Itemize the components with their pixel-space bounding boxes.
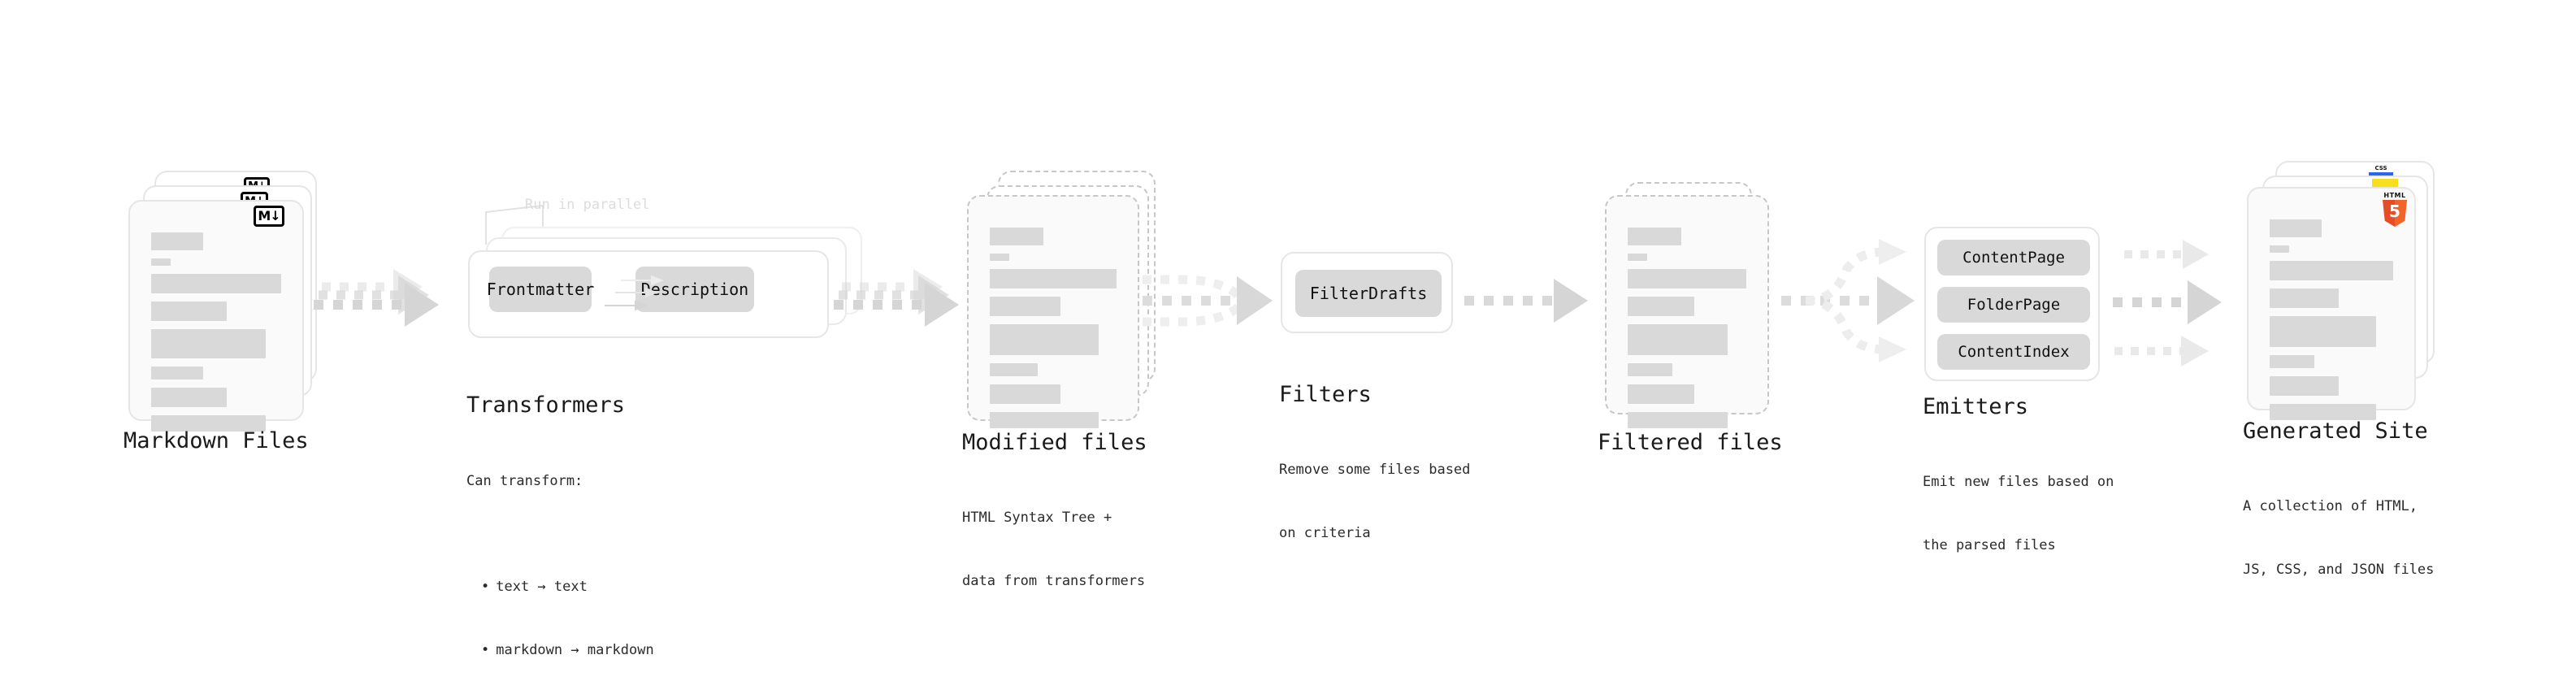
connector-filtered-to-emitters	[1781, 239, 1915, 362]
caption-line: data from transformers	[962, 573, 1146, 589]
stage-caption-modified-files: HTML Syntax Tree + data from transformer…	[962, 465, 1145, 634]
caption-line: Emit new files based on	[1923, 474, 2114, 490]
connector-md-to-transformers	[314, 269, 439, 327]
placeholder-bar	[990, 254, 1009, 261]
placeholder-bar	[2270, 219, 2322, 237]
site-sheet-front	[2247, 187, 2416, 420]
caption-line: HTML Syntax Tree +	[962, 510, 1112, 526]
transform-item: markdown → markdown	[481, 640, 653, 661]
chip-contentpage[interactable]: ContentPage	[1937, 240, 2090, 275]
stage-title-markdown-files: Markdown Files	[124, 428, 309, 453]
placeholder-bar	[1628, 324, 1728, 355]
chip-frontmatter[interactable]: Frontmatter	[487, 267, 594, 312]
placeholder-bar	[1628, 269, 1746, 288]
placeholder-bar	[151, 388, 227, 407]
placeholder-bar	[990, 384, 1061, 404]
run-in-parallel-label: Run in parallel	[525, 197, 650, 213]
stage-title-emitters: Emitters	[1923, 394, 2029, 419]
chip-contentindex[interactable]: ContentIndex	[1937, 334, 2090, 370]
placeholder-bar	[2270, 316, 2376, 347]
placeholder-bar	[2270, 355, 2314, 368]
placeholder-bar	[151, 329, 266, 358]
chip-description[interactable]: Description	[635, 267, 754, 312]
markdown-icon: M↓	[254, 206, 284, 227]
placeholder-bar	[1628, 363, 1673, 376]
chip-filterdrafts[interactable]: FilterDrafts	[1295, 270, 1442, 317]
html5-icon-shield: 5	[2383, 200, 2407, 227]
placeholder-bar	[990, 412, 1099, 428]
placeholder-bar	[2270, 404, 2376, 420]
caption-line: A collection of HTML,	[2243, 498, 2418, 514]
connector-filters-to-filtered	[1464, 279, 1588, 323]
caption-line: Can transform:	[466, 473, 583, 489]
stage-caption-emitters: Emit new files based on the parsed files	[1923, 429, 2114, 598]
placeholder-bar	[990, 297, 1061, 316]
transformer-card-front: Frontmatter Description	[468, 250, 829, 338]
stage-title-filtered-files: Filtered files	[1598, 430, 1783, 455]
placeholder-bar	[990, 324, 1099, 355]
placeholder-bar	[1628, 384, 1694, 404]
stage-caption-filters: Remove some files based on criteria	[1279, 417, 1470, 586]
transform-item: text → text	[481, 576, 654, 597]
css-icon: CSS	[2369, 165, 2393, 178]
caption-line: Remove some files based	[1279, 462, 1471, 478]
placeholder-bar	[2270, 288, 2340, 308]
placeholder-bar	[1628, 412, 1728, 428]
placeholder-bar	[990, 269, 1117, 288]
placeholder-bar	[1628, 228, 1681, 245]
chip-folderpage[interactable]: FolderPage	[1937, 287, 2090, 323]
placeholder-bar	[151, 367, 203, 380]
stage-title-generated-site: Generated Site	[2243, 419, 2428, 444]
html5-icon-word: HTML	[2383, 192, 2406, 199]
html5-icon-number: 5	[2389, 202, 2400, 221]
placeholder-bar	[1628, 297, 1694, 316]
placeholder-bar	[1628, 254, 1647, 261]
markdown-sheet-front	[128, 200, 304, 432]
css-icon-label: CSS	[2374, 165, 2387, 171]
html5-icon: HTML 5	[2381, 192, 2409, 228]
transform-list: text → text markdown → markdown html → h…	[466, 534, 654, 681]
filters-card: FilterDrafts	[1281, 252, 1453, 333]
stage-caption-transformers: Can transform: text → text markdown → ma…	[466, 428, 654, 681]
filtered-sheet-front	[1605, 195, 1769, 428]
emitters-card: ContentPage FolderPage ContentIndex	[1924, 227, 2100, 381]
stage-title-modified-files: Modified files	[962, 430, 1147, 455]
caption-line: on criteria	[1279, 525, 1371, 541]
caption-line: JS, CSS, and JSON files	[2243, 562, 2435, 578]
caption-line: the parsed files	[1923, 537, 2056, 553]
stage-caption-generated-site: A collection of HTML, JS, CSS, and JSON …	[2243, 453, 2434, 622]
placeholder-bar	[151, 258, 171, 266]
placeholder-bar	[2270, 376, 2340, 396]
css-icon-bar	[2369, 172, 2393, 176]
placeholder-bar	[151, 232, 203, 250]
stage-title-transformers: Transformers	[466, 393, 626, 418]
placeholder-bar	[990, 363, 1039, 376]
placeholder-bar	[151, 274, 281, 293]
placeholder-bar	[151, 301, 227, 321]
placeholder-bar	[2270, 245, 2289, 253]
placeholder-bar	[990, 228, 1043, 245]
modified-sheet-front	[967, 195, 1139, 428]
connector-modified-to-filters	[1143, 275, 1273, 327]
connector-emitters-to-site	[2113, 240, 2222, 367]
placeholder-bar	[151, 415, 266, 432]
placeholder-bar	[2270, 261, 2393, 280]
stage-title-filters: Filters	[1279, 382, 1372, 407]
